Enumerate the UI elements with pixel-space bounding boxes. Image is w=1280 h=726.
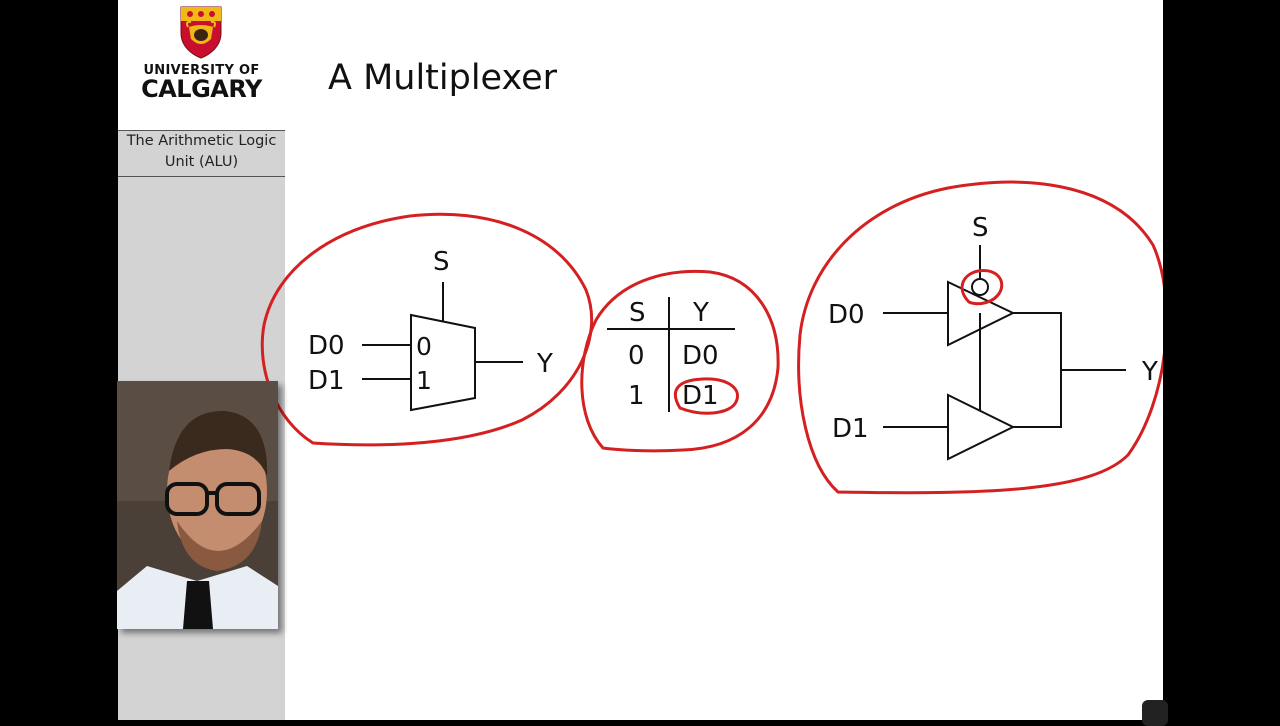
mux-select-label: S bbox=[433, 247, 450, 277]
truth-table: S Y 0 D0 1 D1 bbox=[607, 297, 735, 412]
mux-port0-label: 0 bbox=[416, 332, 432, 361]
tristate-output-label: Y bbox=[1141, 357, 1158, 387]
university-logo: UNIVERSITY OF CALGARY bbox=[118, 0, 285, 130]
mux-port1-label: 1 bbox=[416, 366, 432, 395]
truth-table-cell: D1 bbox=[682, 381, 719, 411]
mux-input1-label: D1 bbox=[308, 366, 345, 396]
presenter-video bbox=[117, 381, 278, 629]
annotation-circle-d1 bbox=[673, 377, 739, 415]
truth-table-cell: D0 bbox=[682, 341, 719, 371]
section-title-line2: Unit (ALU) bbox=[164, 154, 239, 170]
sidebar-divider-top bbox=[118, 130, 285, 131]
truth-table-cell: 0 bbox=[628, 341, 645, 371]
annotation-circle-inverter bbox=[960, 269, 1004, 306]
player-corner-button[interactable] bbox=[1142, 700, 1168, 726]
section-title[interactable]: The Arithmetic Logic Unit (ALU) bbox=[118, 131, 285, 173]
diagram-area: S D0 D1 0 1 Y S Y 0 D0 1 D1 bbox=[260, 180, 1163, 495]
red-annotations bbox=[260, 180, 1163, 495]
tristate-input0-label: D0 bbox=[828, 300, 865, 330]
section-title-line1: The Arithmetic Logic bbox=[126, 133, 277, 149]
truth-table-cell: 1 bbox=[628, 381, 645, 411]
sidebar-divider-bottom bbox=[118, 176, 285, 177]
mux-input0-label: D0 bbox=[308, 331, 345, 361]
university-name-line1: UNIVERSITY OF bbox=[143, 63, 260, 78]
mux-output-label: Y bbox=[536, 349, 553, 379]
university-crest-icon bbox=[180, 6, 222, 59]
annotation-circle-tristate bbox=[797, 180, 1163, 495]
truth-table-header-y: Y bbox=[692, 298, 709, 328]
tristate-select-label: S bbox=[972, 213, 989, 243]
truth-table-header-s: S bbox=[629, 298, 646, 328]
tristate-circuit bbox=[883, 245, 1126, 461]
annotation-circle-mux bbox=[260, 212, 594, 447]
slide: UNIVERSITY OF CALGARY The Arithmetic Log… bbox=[118, 0, 1163, 720]
presenter-webcam bbox=[117, 381, 278, 629]
tristate-input1-label: D1 bbox=[832, 414, 869, 444]
annotation-circle-table bbox=[580, 269, 780, 453]
slide-title: A Multiplexer bbox=[328, 58, 558, 98]
university-name-line2: CALGARY bbox=[141, 75, 262, 103]
mux-symbol bbox=[362, 282, 523, 412]
